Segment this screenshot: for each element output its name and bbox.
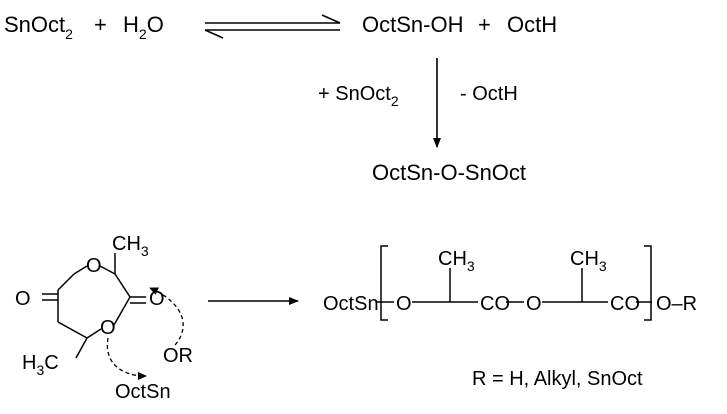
bracket-left	[380, 245, 388, 321]
plus-sign: +	[94, 12, 107, 37]
reactant-snoct2: SnOct2	[4, 12, 73, 42]
lactide-ch3-bottom: H3C	[22, 352, 59, 378]
lactide-carbonyl-o-right: O	[149, 288, 165, 310]
polymer-ch3-2: CH3	[570, 248, 607, 274]
r-group-definition: R = H, Alkyl, SnOct	[472, 368, 643, 390]
lactide-ch3-top: CH3	[112, 233, 149, 259]
initiator-octsn: OctSn	[115, 381, 171, 403]
dashed-arrow-coordination	[106, 337, 147, 380]
polymer-ch3-1: CH3	[438, 248, 475, 274]
bracket-right	[644, 245, 652, 321]
product-octh: OctH	[507, 12, 557, 37]
equilibrium-arrow	[204, 14, 341, 39]
lactide-ring-o-top: O	[86, 255, 102, 277]
byproduct-octh: - OctH	[460, 83, 518, 105]
polymer-co2: CO	[610, 293, 640, 315]
product-octsn-oh: OctSn-OH	[362, 12, 463, 37]
initiator-or: OR	[163, 345, 193, 367]
polymer-octsn: OctSn	[323, 293, 379, 315]
polymer-co1: CO	[480, 293, 510, 315]
dashed-arrow-attack	[149, 287, 184, 346]
lactide-structure	[42, 253, 146, 359]
reagent-snoct2: + SnOct2	[318, 83, 399, 109]
polymer-o2: O	[526, 293, 542, 315]
lactide-carbonyl-o-left: O	[15, 288, 31, 310]
lactide-ring-o-bottom: O	[100, 317, 116, 339]
plus-sign-2: +	[478, 12, 491, 37]
polymer-o1: O	[396, 293, 412, 315]
product-distannoxane: OctSn-O-SnOct	[372, 160, 526, 185]
reactant-water: H2O	[123, 12, 164, 42]
polymer-end-or: O–R	[656, 293, 697, 315]
